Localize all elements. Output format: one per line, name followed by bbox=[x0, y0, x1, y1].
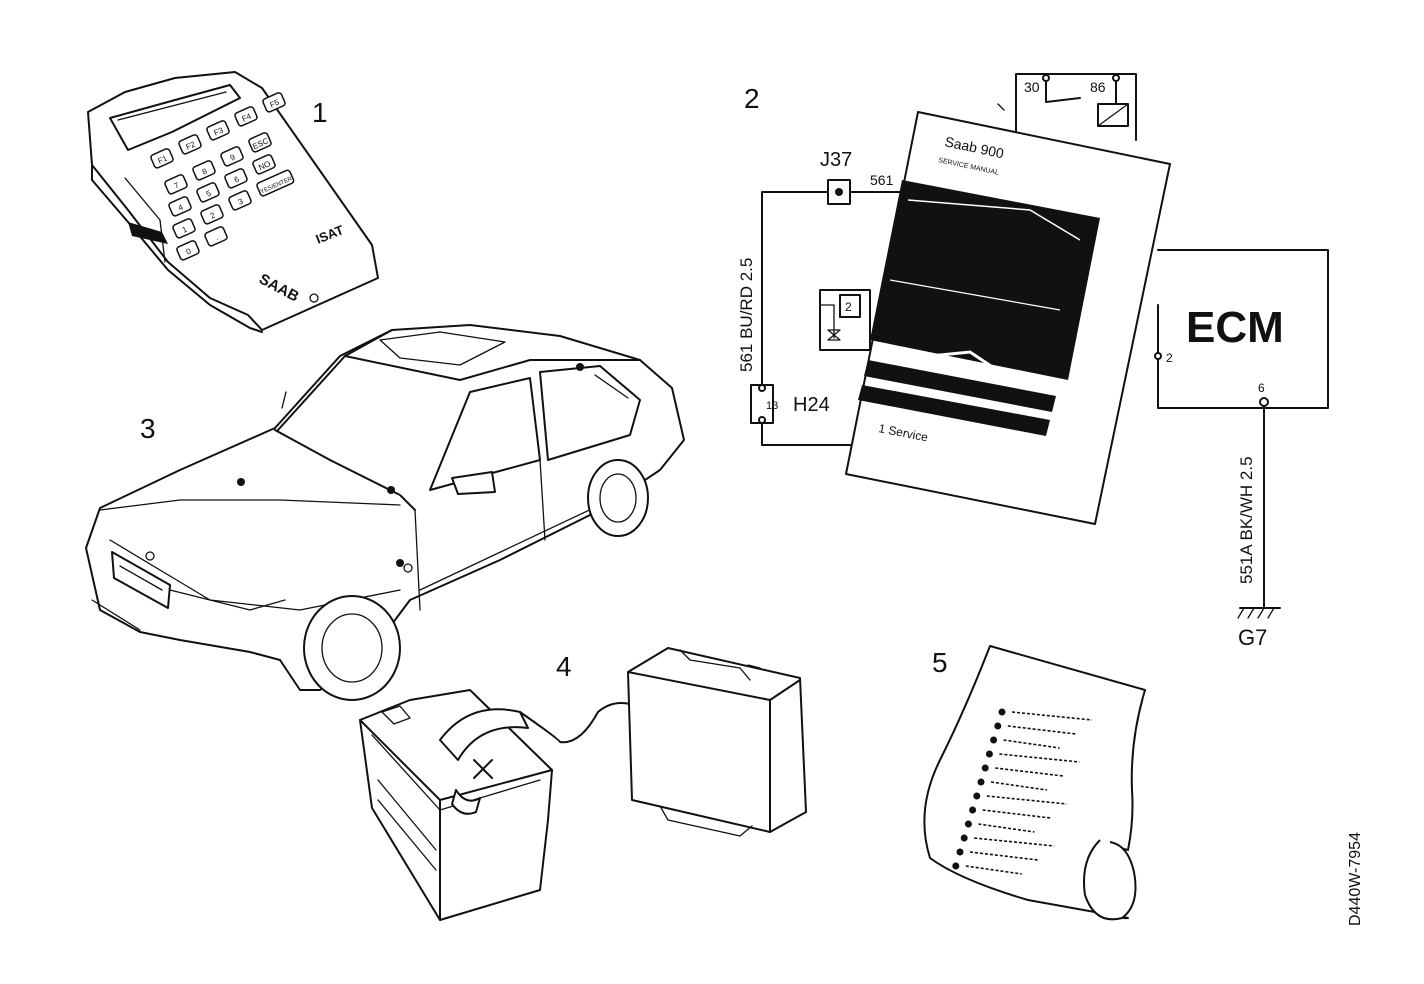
ground-g7-label: G7 bbox=[1238, 625, 1267, 650]
scan-tool-key: NO bbox=[252, 154, 276, 175]
callout-1: 1 bbox=[312, 97, 328, 128]
checklist-bullet bbox=[981, 764, 989, 772]
scan-tool-key: 2 bbox=[200, 204, 224, 225]
connector-j37-label: J37 bbox=[820, 149, 852, 171]
checklist-bullet bbox=[977, 778, 985, 786]
car-point-windshield bbox=[387, 486, 395, 494]
wiring-schematic: J37 561 561 BU/RD 2.5 13 H24 2 30 86 ECM… bbox=[737, 73, 1329, 650]
scan-tool-key-label: F1 bbox=[156, 153, 169, 165]
checklist-line bbox=[969, 851, 1039, 861]
checklist-bullet bbox=[985, 750, 993, 758]
scan-tool-connector bbox=[309, 293, 319, 303]
checklist-bullet bbox=[956, 848, 964, 856]
car-point-rear bbox=[576, 363, 584, 371]
scan-tool-key: 6 bbox=[224, 168, 248, 189]
checklist-line bbox=[990, 781, 1048, 791]
control-module bbox=[627, 647, 807, 837]
scan-tool-key: F3 bbox=[206, 120, 230, 141]
scan-tool-key-label: F3 bbox=[212, 125, 225, 137]
checklist-bullet bbox=[969, 806, 977, 814]
scan-tool-key: 7 bbox=[164, 174, 188, 195]
checklist-bullet bbox=[990, 736, 998, 744]
car-illustration bbox=[85, 324, 685, 701]
scan-tool-key: F5 bbox=[262, 92, 286, 113]
scan-tool-key-label: 0 bbox=[185, 246, 193, 256]
scan-tool-key: 8 bbox=[192, 160, 216, 181]
scan-tool-key-label: NO bbox=[257, 159, 272, 172]
ecm-pin-6: 6 bbox=[1258, 381, 1265, 395]
checklist-scroll bbox=[923, 645, 1146, 921]
scan-tool-key: F1 bbox=[150, 148, 174, 169]
scan-tool-key-label: . bbox=[214, 233, 220, 242]
scan-tool-key-label: F2 bbox=[184, 139, 197, 151]
wire-561-label: 561 bbox=[870, 172, 894, 188]
checklist-line bbox=[965, 865, 1022, 875]
scan-tool-key: 5 bbox=[196, 182, 220, 203]
checklist-line bbox=[974, 837, 1055, 847]
checklist-bullet bbox=[973, 792, 981, 800]
callout-5: 5 bbox=[932, 647, 948, 678]
checklist-line bbox=[1011, 711, 1093, 721]
scan-tool-key-label: 1 bbox=[181, 224, 189, 234]
scan-tool-key-label: 6 bbox=[233, 174, 241, 184]
checklist-bullet bbox=[998, 708, 1006, 716]
scan-tool-key-label: F5 bbox=[268, 97, 281, 109]
scan-tool-key: 3 bbox=[228, 190, 252, 211]
checklist-items bbox=[952, 708, 1093, 875]
checklist-line bbox=[1003, 739, 1060, 749]
small-relay-pin: 2 bbox=[845, 300, 852, 314]
scan-tool-key-label: 9 bbox=[229, 152, 237, 162]
checklist-line bbox=[986, 795, 1067, 805]
scan-tool-key-label: 8 bbox=[201, 166, 209, 176]
ecm-pin-2: 2 bbox=[1166, 351, 1173, 365]
scan-tool-key: ESC bbox=[248, 132, 272, 153]
relay-pin-30: 30 bbox=[1024, 79, 1040, 95]
scan-tool-key: . bbox=[204, 226, 228, 247]
ecm-label: ECM bbox=[1186, 303, 1284, 352]
battery-cable bbox=[519, 702, 631, 744]
checklist-line bbox=[999, 753, 1080, 763]
checklist-bullet bbox=[952, 862, 960, 870]
checklist-line bbox=[1007, 725, 1076, 735]
checklist-line bbox=[978, 823, 1035, 833]
scan-tool-key-label: 3 bbox=[237, 196, 245, 206]
checklist-line bbox=[982, 809, 1051, 819]
scan-tool-key: F2 bbox=[178, 134, 202, 155]
scan-tool-key: F4 bbox=[234, 106, 258, 127]
callout-3: 3 bbox=[140, 413, 156, 444]
scan-tool-key-label: 4 bbox=[177, 202, 185, 212]
connector-h24-pin: 13 bbox=[766, 400, 778, 412]
scan-tool-display bbox=[109, 84, 241, 151]
drawing-number: D440W-7954 bbox=[1347, 832, 1364, 926]
scan-tool-key: 9 bbox=[220, 146, 244, 167]
relay-pin-86: 86 bbox=[1090, 79, 1106, 95]
scan-tool-key-label: 2 bbox=[209, 210, 217, 220]
car-point-hood bbox=[237, 478, 245, 486]
checklist-line bbox=[995, 767, 1064, 777]
scan-tool-key-label: 7 bbox=[173, 180, 181, 190]
wire-561-bu-rd-label: 561 BU/RD 2.5 bbox=[737, 258, 756, 372]
checklist-bullet bbox=[994, 722, 1002, 730]
scan-tool-key: 1 bbox=[172, 218, 196, 239]
callout-2: 2 bbox=[744, 83, 760, 114]
scan-tool-key-label: F4 bbox=[240, 111, 253, 123]
battery-illustration bbox=[359, 689, 553, 921]
checklist-bullet bbox=[960, 834, 968, 842]
service-manual: Saab 900 SERVICE MANUAL 1 Service bbox=[845, 111, 1171, 525]
car-point-door bbox=[396, 559, 404, 567]
connector-h24-label: H24 bbox=[793, 394, 830, 416]
scan-tool-key: 4 bbox=[168, 196, 192, 217]
scan-tool-key: 0 bbox=[176, 240, 200, 261]
scan-tool-key-label: 5 bbox=[205, 188, 213, 198]
checklist-bullet bbox=[964, 820, 972, 828]
wire-551a-label: 551A BK/WH 2.5 bbox=[1237, 456, 1256, 584]
callout-4: 4 bbox=[556, 651, 572, 682]
